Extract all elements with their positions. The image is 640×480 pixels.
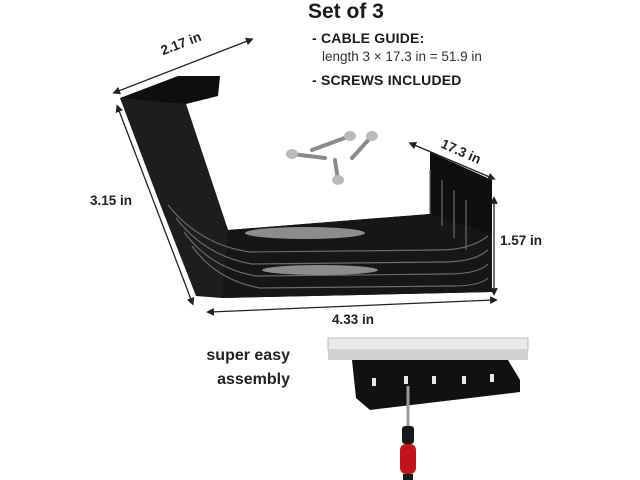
screws — [290, 134, 374, 182]
dimension-lines — [112, 37, 498, 316]
cable-guide-label: - CABLE GUIDE: — [312, 30, 425, 46]
dimension-right: 1.57 in — [500, 233, 543, 248]
caption-line-2: assembly — [217, 371, 290, 388]
screws-included-label: - SCREWS INCLUDED — [312, 72, 462, 88]
cable-guide-bracket — [120, 76, 492, 298]
page-title: Set of 3 — [308, 0, 384, 23]
assembly-illustration — [327, 337, 529, 480]
dimension-bottom: 4.33 in — [332, 312, 375, 327]
dimension-left: 3.15 in — [90, 193, 133, 208]
cable-guide-detail: length 3 × 17.3 in = 51.9 in — [322, 49, 482, 64]
caption-line-1: super easy — [206, 347, 290, 364]
assembly-caption: super easy assembly — [180, 344, 290, 392]
